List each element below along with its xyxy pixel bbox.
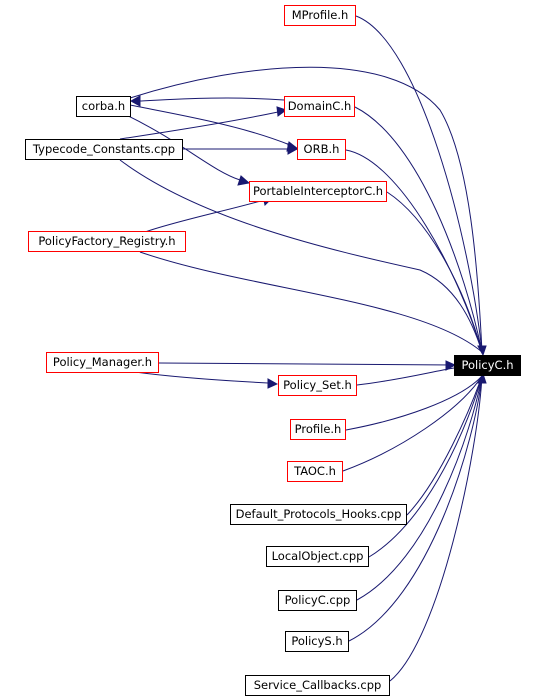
edge-policyfactory-to-portableinterceptorc — [144, 199, 265, 233]
edge-default-protocols-to-policyc — [406, 375, 483, 516]
edge-service-callbacks-to-policyc — [389, 375, 483, 682]
node-policy-set[interactable]: Policy_Set.h — [278, 375, 357, 396]
arrowhead-top — [477, 345, 487, 357]
edge-corba-to-policyc — [129, 66, 483, 353]
node-domainc[interactable]: DomainC.h — [284, 96, 355, 117]
edge-localobject-to-policyc — [368, 375, 483, 558]
edge-mprofile-to-policyc — [355, 15, 483, 353]
edge-policyc-cpp-to-policyc — [356, 375, 483, 601]
node-localobject[interactable]: LocalObject.cpp — [266, 546, 369, 567]
node-policyc-cpp[interactable]: PolicyC.cpp — [278, 590, 357, 611]
node-typecode-constants[interactable]: Typecode_Constants.cpp — [25, 139, 183, 160]
node-orb[interactable]: ORB.h — [297, 139, 346, 160]
edge-typecode-to-policyc — [119, 159, 483, 353]
edge-corba-to-portableinterceptorc — [119, 111, 241, 181]
arrowhead-portableinterceptorc-1 — [237, 175, 251, 186]
node-policyc-h: PolicyC.h — [454, 355, 521, 376]
edge-policys-to-policyc — [348, 375, 483, 642]
edge-domainc-to-policyc — [354, 106, 483, 353]
node-service-callbacks[interactable]: Service_Callbacks.cpp — [245, 675, 390, 696]
edge-policy-manager-to-policyc — [158, 362, 455, 366]
edge-typecode-to-domainc — [119, 111, 279, 140]
arrowhead-policy-set — [267, 378, 279, 389]
node-mprofile[interactable]: MProfile.h — [284, 5, 356, 26]
arrowhead-domainc — [276, 106, 288, 117]
node-default-protocols-hooks[interactable]: Default_Protocols_Hooks.cpp — [230, 504, 407, 525]
node-policy-manager[interactable]: Policy_Manager.h — [46, 352, 159, 373]
node-policys[interactable]: PolicyS.h — [285, 631, 349, 652]
node-policyfactory-registry[interactable]: PolicyFactory_Registry.h — [28, 231, 186, 252]
arrowhead-bottom — [477, 372, 487, 384]
edge-corba-to-orb — [129, 104, 291, 146]
node-profile[interactable]: Profile.h — [290, 419, 346, 440]
arrowhead-left — [445, 360, 457, 371]
edge-policyfactory-to-policyc — [139, 251, 483, 353]
arrowhead-orb-2 — [287, 143, 299, 155]
node-corba[interactable]: corba.h — [76, 96, 131, 117]
edge-policy-manager-to-policy-set — [134, 371, 269, 384]
edge-profile-to-policyc — [345, 375, 483, 431]
node-taoc[interactable]: TAOC.h — [287, 461, 343, 482]
edge-taoc-to-policyc — [342, 375, 483, 472]
edge-policy-set-to-policyc — [356, 367, 455, 386]
edge-domainc-to-corba — [139, 97, 285, 102]
arrowhead-corba — [129, 95, 141, 107]
node-portableinterceptorc[interactable]: PortableInterceptorC.h — [249, 181, 387, 202]
edge-portableinterceptorc-to-policyc — [386, 191, 483, 353]
